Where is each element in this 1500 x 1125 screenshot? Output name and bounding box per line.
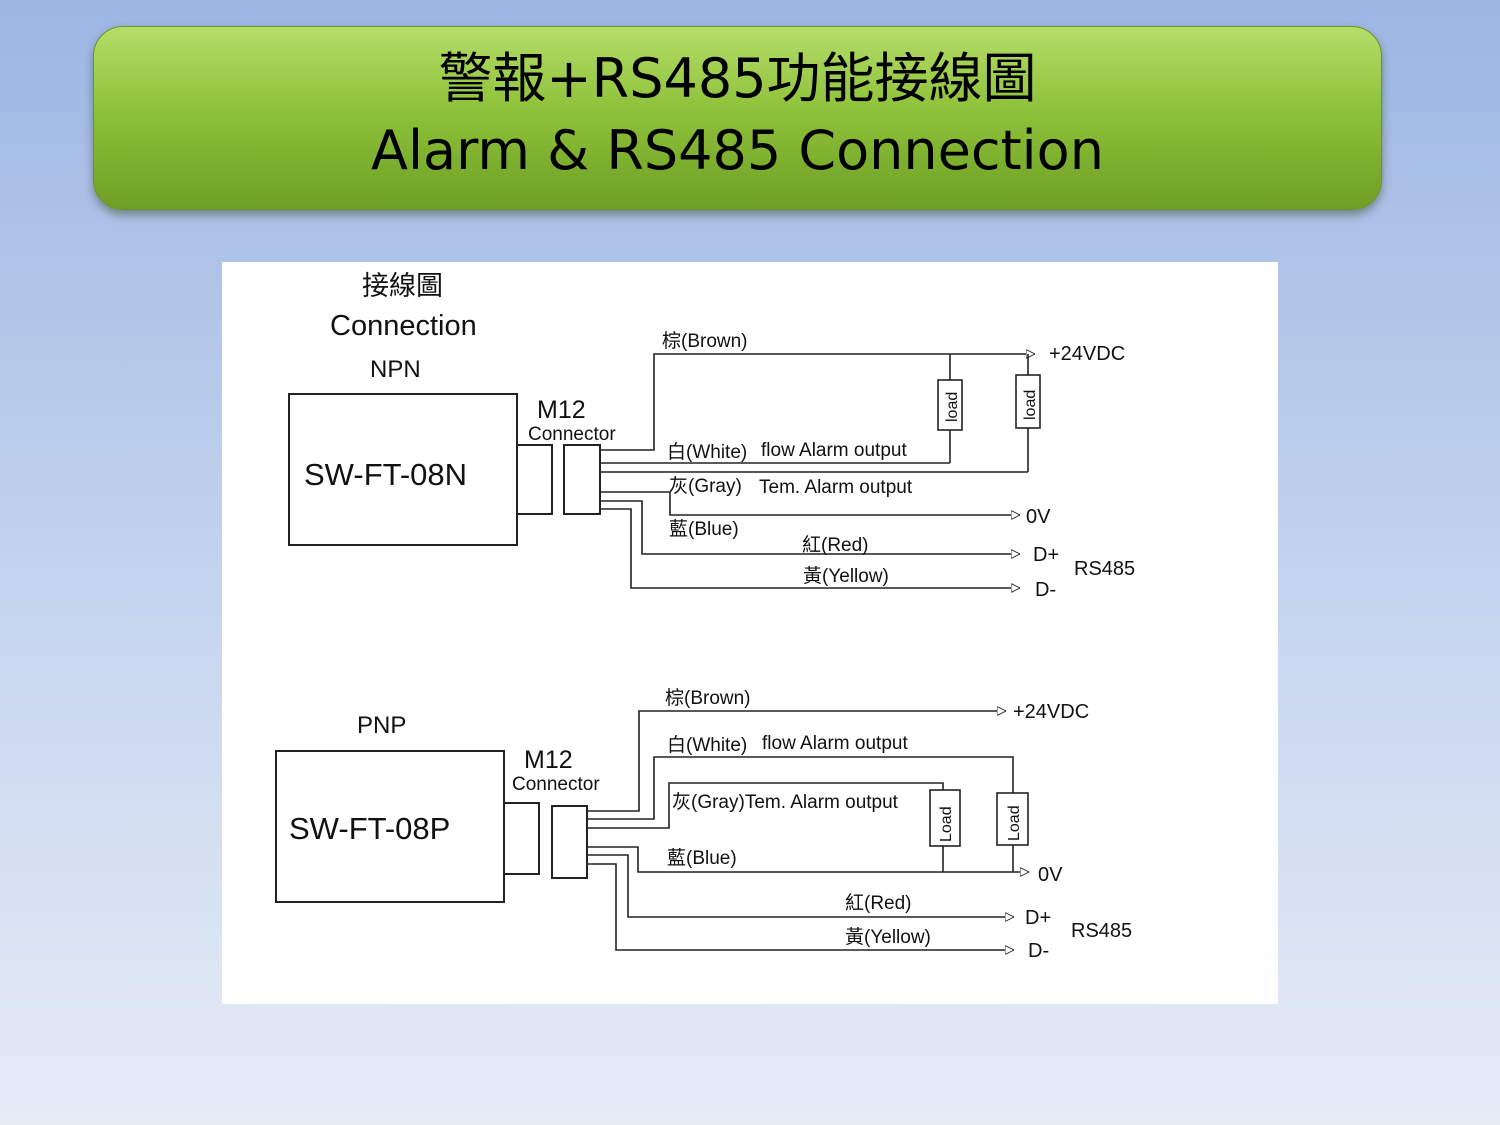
npn-red-label: 紅(Red) (802, 534, 869, 556)
npn-label: NPN (370, 356, 421, 383)
npn-device-name: SW-FT-08N (304, 457, 467, 492)
npn-blue-label: 藍(Blue) (669, 518, 739, 540)
npn-load-2-label: load (1022, 390, 1039, 420)
pnp-blue-wire (587, 846, 1029, 872)
wiring-diagram-panel: 接線圖 Connection NPN SW-FT-08N M12 Connect… (222, 262, 1278, 1004)
connection-heading-en: Connection (330, 310, 477, 342)
npn-brown-wire (600, 354, 1035, 451)
npn-dplus-label: D+ (1033, 544, 1059, 566)
title-chinese: 警報+RS485功能接線圖 (438, 47, 1037, 110)
pnp-load-1-label: Load (938, 806, 955, 842)
pnp-brown-label: 棕(Brown) (665, 687, 751, 709)
pnp-device-name: SW-FT-08P (289, 811, 450, 846)
pnp-24v-label: +24VDC (1013, 701, 1089, 723)
npn-red-wire (600, 500, 1020, 554)
wiring-diagram: 接線圖 Connection NPN SW-FT-08N M12 Connect… (275, 271, 1135, 962)
pnp-gray-tem-label: 灰(Gray)Tem. Alarm output (672, 791, 899, 813)
pnp-brown-wire (587, 711, 1006, 812)
pnp-red-wire (587, 854, 1014, 917)
pnp-rs485-label: RS485 (1071, 920, 1132, 942)
npn-gray-label: 灰(Gray) (669, 475, 742, 497)
pnp-gray-wire (587, 782, 944, 829)
npn-yellow-label: 黃(Yellow) (803, 565, 889, 587)
npn-24v-label: +24VDC (1049, 343, 1125, 365)
npn-diagram: NPN SW-FT-08N M12 Connector 棕(Brown) +24… (288, 330, 1135, 601)
pnp-plug-left (503, 802, 540, 875)
npn-white-label: 白(White) (667, 441, 747, 463)
npn-tem-alarm-label: Tem. Alarm output (759, 477, 913, 498)
npn-0v-label: 0V (1026, 506, 1051, 528)
pnp-flow-alarm-label: flow Alarm output (762, 733, 908, 754)
pnp-diagram: PNP SW-FT-08P M12 Connector 棕(Brown) +24… (275, 687, 1132, 962)
npn-plug-right (563, 444, 601, 515)
pnp-dplus-label: D+ (1025, 907, 1051, 929)
pnp-load-1 (929, 789, 961, 847)
npn-connector-label: Connector (528, 424, 616, 445)
npn-yellow-wire (600, 508, 1020, 588)
npn-flow-alarm-label: flow Alarm output (761, 440, 907, 461)
pnp-dminus-label: D- (1028, 940, 1049, 962)
connection-heading-cn: 接線圖 (362, 271, 443, 302)
npn-blue-wire (600, 491, 1020, 515)
pnp-yellow-label: 黃(Yellow) (845, 926, 931, 948)
npn-plug-left (516, 444, 553, 515)
pnp-m12-label: M12 (524, 746, 573, 774)
pnp-white-label: 白(White) (667, 734, 747, 756)
npn-load-1-label: load (944, 392, 961, 422)
title-english: Alarm & RS485 Connection (371, 119, 1104, 182)
title-banner: 警報+RS485功能接線圖 Alarm & RS485 Connection (93, 26, 1382, 210)
npn-m12-label: M12 (537, 396, 586, 424)
npn-dminus-label: D- (1035, 579, 1056, 601)
pnp-yellow-wire (587, 863, 1014, 950)
npn-rs485-label: RS485 (1074, 558, 1135, 580)
pnp-red-label: 紅(Red) (845, 892, 912, 914)
pnp-label: PNP (357, 712, 406, 739)
pnp-plug-right (551, 805, 588, 879)
pnp-connector-label: Connector (512, 774, 600, 795)
pnp-white-wire (587, 756, 1014, 820)
pnp-blue-label: 藍(Blue) (667, 847, 737, 869)
pnp-load-2-label: Load (1006, 805, 1023, 841)
npn-brown-label: 棕(Brown) (662, 330, 748, 352)
pnp-0v-label: 0V (1038, 864, 1063, 886)
